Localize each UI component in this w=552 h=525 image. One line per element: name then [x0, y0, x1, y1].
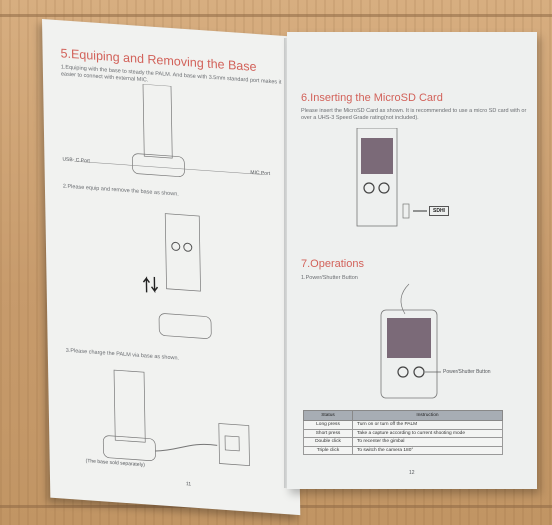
page-number-left: 11: [185, 481, 192, 488]
table-row: Short press Take a capture according to …: [303, 428, 503, 439]
status-column-header: Status: [303, 410, 353, 421]
base-diagram-1: [74, 83, 265, 177]
sd-card-label: SDHI: [429, 206, 449, 216]
power-button-diagram: [380, 283, 441, 399]
table-row: Long press Turn on or turn off the PALM: [303, 420, 503, 430]
instruction-cell: To recenter the gimbal: [352, 437, 503, 447]
status-cell: Long press: [303, 420, 353, 430]
section6-body: Please insert the MicroSD Card as shown.…: [301, 108, 527, 121]
microsd-diagram: [356, 128, 427, 227]
mic-port-label: MIC Port: [250, 169, 271, 178]
right-page: 6.Inserting the MicroSD Card Please inse…: [287, 32, 537, 489]
status-cell: Triple click: [303, 445, 353, 456]
power-shutter-label: Power/Shutter Button: [443, 369, 491, 375]
status-cell: Double click: [303, 437, 353, 447]
status-table: Status Instruction Long press Turn on or…: [303, 410, 503, 456]
power-shutter-subheading: 1.Power/Shutter Button: [301, 275, 358, 281]
instruction-cell: To switch the camera 180°: [352, 445, 503, 456]
table-header-row: Status Instruction: [303, 410, 503, 421]
table-plank-gap: [0, 14, 552, 17]
base-diagram-2: [142, 213, 212, 339]
page-number-right: 12: [409, 470, 415, 476]
section6-heading: 6.Inserting the MicroSD Card: [301, 92, 443, 104]
table-row: Triple click To switch the camera 180°: [303, 445, 503, 456]
left-page: 5.Equiping and Removing the Base 1.Equip…: [42, 19, 301, 516]
section7-heading: 7.Operations: [301, 258, 364, 270]
instruction-column-header: Instruction: [352, 410, 503, 421]
instruction-cell: Take a capture according to current shoo…: [352, 428, 503, 439]
booklet: 5.Equiping and Removing the Base 1.Equip…: [42, 14, 540, 516]
charging-diagram: [102, 369, 250, 466]
status-cell: Short press: [303, 428, 353, 439]
table-row: Double click To recenter the gimbal: [303, 437, 503, 447]
instruction-cell: Turn on or turn off the PALM: [352, 420, 503, 430]
